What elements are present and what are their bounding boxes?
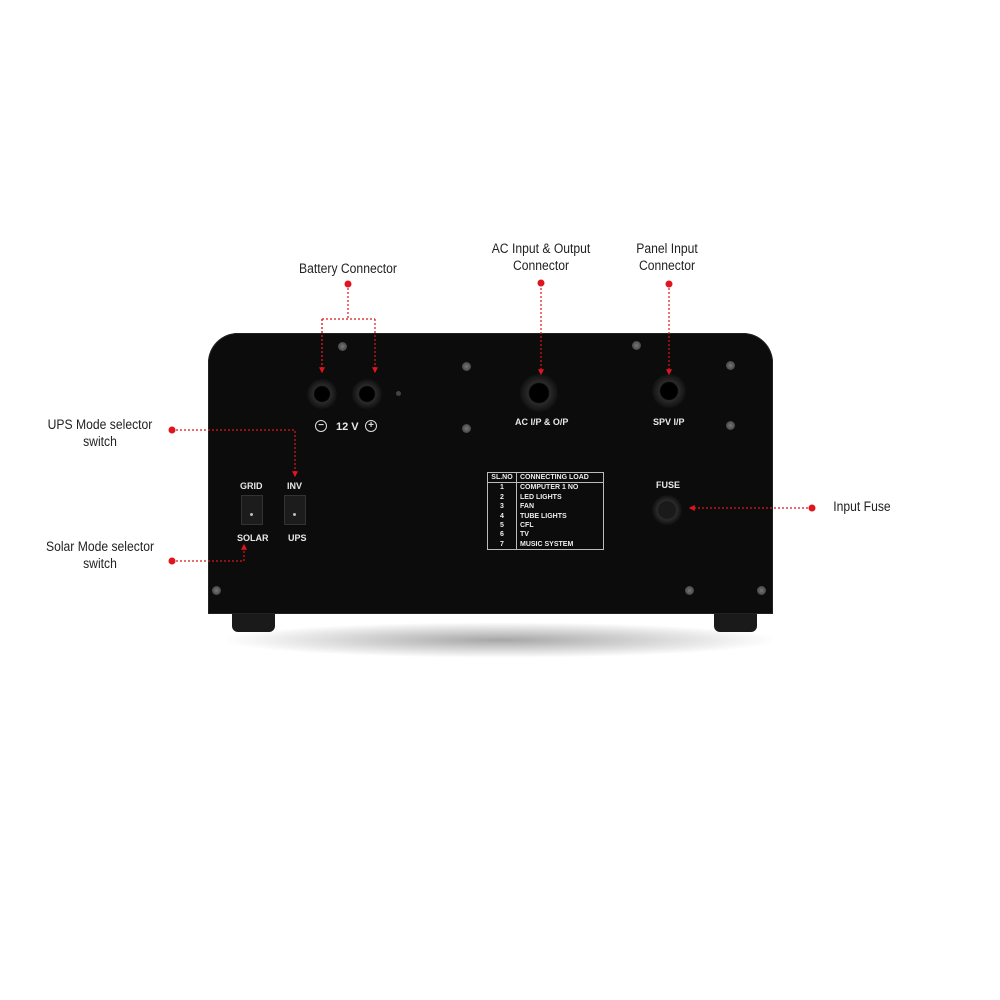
- screw-icon: [726, 361, 735, 370]
- screw-icon: [338, 342, 347, 351]
- table-cell: 4: [487, 511, 517, 522]
- voltage-label: 12 V: [336, 421, 359, 433]
- ac-io-connector[interactable]: [520, 374, 558, 412]
- inv-label: INV: [287, 481, 303, 491]
- callout-text: Connector: [512, 258, 570, 273]
- table-cell: 2: [487, 492, 517, 503]
- table-cell: COMPUTER 1 NO: [520, 484, 579, 492]
- table-cell: 6: [487, 530, 517, 540]
- pinhole: [396, 391, 401, 396]
- callout-dot: [808, 504, 816, 512]
- ups-callout-line: [172, 429, 298, 478]
- fuse-label: FUSE: [656, 480, 681, 490]
- input-fuse-holder[interactable]: [652, 495, 682, 525]
- battery-callout-line: [321, 284, 375, 372]
- table-header-row: SL.NO CONNECTING LOAD: [487, 472, 604, 484]
- ups-mode-callout: UPS Mode selector switch: [42, 416, 159, 450]
- callout-text: switch: [83, 434, 117, 449]
- callout-text: UPS Mode selector: [47, 417, 153, 432]
- callout-text: Connector: [638, 258, 696, 273]
- battery-connector-callout: Battery Connector: [294, 260, 402, 277]
- screw-icon: [726, 421, 735, 430]
- battery-negative-terminal[interactable]: [307, 379, 337, 409]
- table-cell: 3: [487, 502, 517, 512]
- screw-icon: [212, 586, 221, 595]
- plus-icon: +: [365, 420, 377, 432]
- solar-callout-line: [172, 543, 247, 562]
- callout-text: Solar Mode selector: [45, 539, 155, 554]
- table-header: CONNECTING LOAD: [516, 472, 604, 484]
- solar-mode-switch[interactable]: [241, 495, 263, 525]
- spv-input-label: SPV I/P: [653, 417, 685, 427]
- callout-dot: [168, 426, 176, 434]
- callout-dot: [537, 279, 545, 287]
- solar-mode-callout: Solar Mode selector switch: [42, 538, 159, 572]
- device-foot-right: [714, 614, 757, 632]
- table-cell: TV: [520, 531, 529, 539]
- device-foot-left: [232, 614, 275, 632]
- minus-icon: −: [315, 420, 327, 432]
- ac-io-label: AC I/P & O/P: [515, 417, 569, 427]
- table-cell: 7: [487, 539, 517, 550]
- solar-label: SOLAR: [237, 533, 269, 543]
- table-cell: CFL: [520, 522, 534, 530]
- screw-icon: [462, 424, 471, 433]
- table-cell: FAN: [520, 503, 534, 511]
- callout-text: Panel Input: [636, 241, 698, 256]
- callout-dot: [665, 280, 673, 288]
- screw-icon: [462, 362, 471, 371]
- callout-text: AC Input & Output: [491, 241, 591, 256]
- table-cell: 1: [487, 482, 517, 493]
- callout-dot: [344, 280, 352, 288]
- spv-input-connector[interactable]: [652, 374, 686, 408]
- callout-text: Input Fuse: [833, 499, 891, 514]
- table-cell: MUSIC SYSTEM: [520, 540, 574, 548]
- ups-mode-switch[interactable]: [284, 495, 306, 525]
- ups-label: UPS: [288, 533, 307, 543]
- table-header: SL.NO: [487, 472, 517, 484]
- grid-label: GRID: [240, 481, 263, 491]
- table-cell: 5: [487, 521, 517, 531]
- device-shadow: [220, 622, 780, 658]
- table-cell: LED LIGHTS: [520, 493, 562, 501]
- screw-icon: [685, 586, 694, 595]
- callout-text: Battery Connector: [299, 261, 397, 276]
- callout-dot: [168, 557, 176, 565]
- screw-icon: [757, 586, 766, 595]
- battery-positive-terminal[interactable]: [352, 379, 382, 409]
- input-fuse-callout: Input Fuse: [826, 498, 898, 515]
- table-cell: TUBE LIGHTS: [520, 512, 567, 520]
- screw-icon: [632, 341, 641, 350]
- callout-text: switch: [83, 556, 117, 571]
